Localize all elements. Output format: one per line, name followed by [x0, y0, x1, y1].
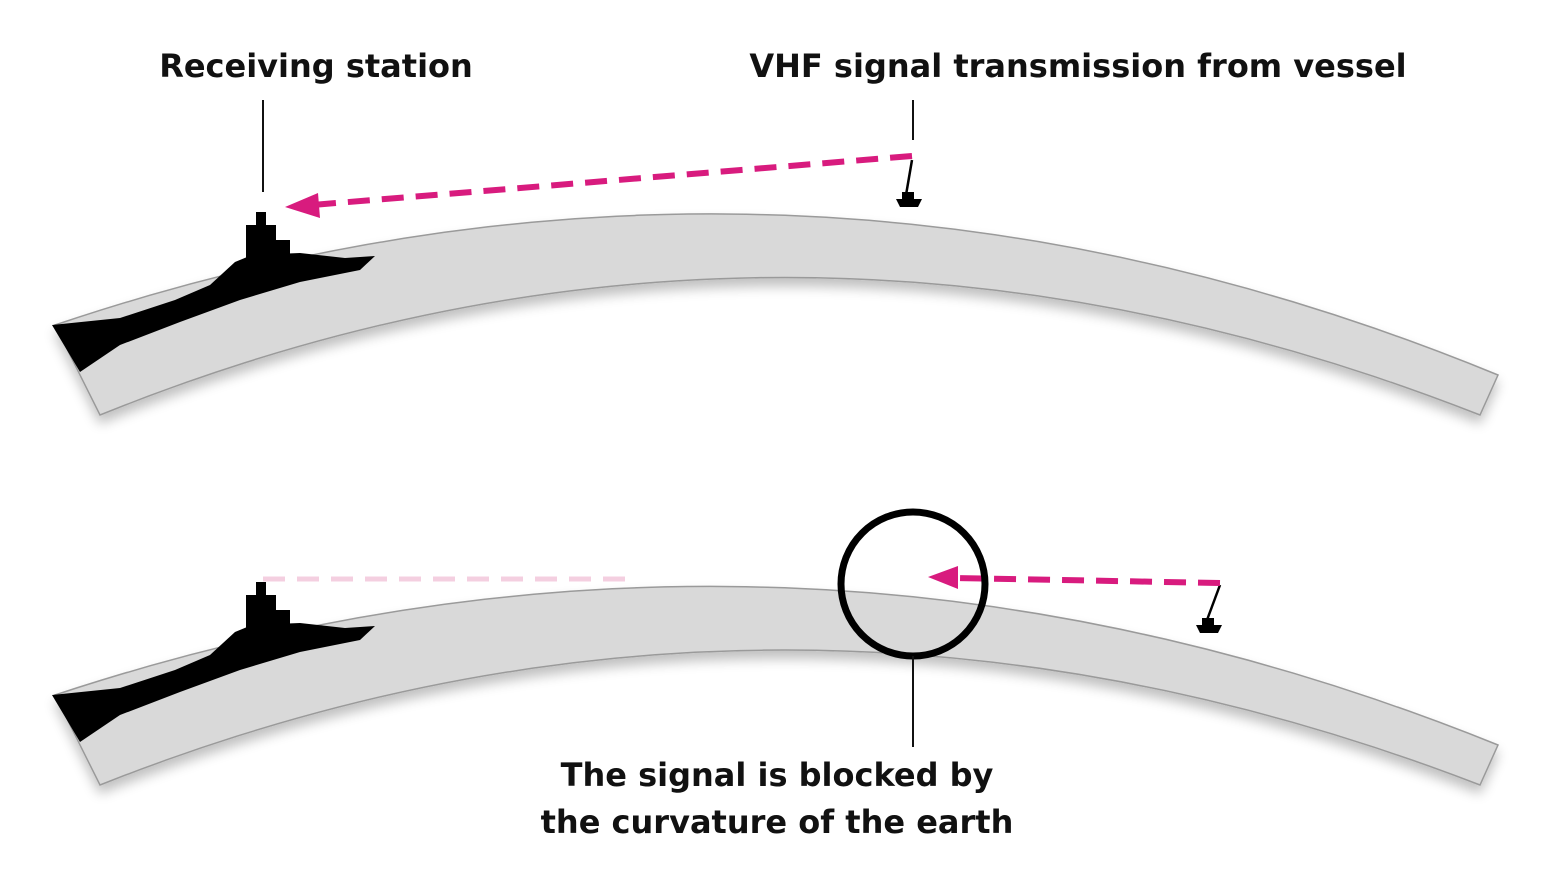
bottom-panel: The signal is blocked by the curvature o… [52, 508, 1500, 841]
coastal-land [52, 623, 375, 742]
top-panel: Receiving station VHF signal transmissio… [52, 47, 1500, 416]
signal-arrow [285, 153, 913, 218]
receiving-station-label: Receiving station [159, 47, 473, 85]
blocked-label-line1: The signal is blocked by [561, 756, 994, 794]
signal-arrow [928, 566, 1221, 589]
receiving-station-icon [246, 582, 290, 630]
blocked-label-line2: the curvature of the earth [541, 803, 1014, 841]
earth-curve [53, 585, 1500, 786]
vessel-icon [1196, 584, 1222, 633]
vessel-icon [896, 159, 922, 207]
vhf-transmission-label: VHF signal transmission from vessel [749, 47, 1406, 85]
coastal-land [52, 253, 375, 372]
receiving-station-icon [246, 212, 290, 260]
earth-curve [53, 213, 1500, 416]
